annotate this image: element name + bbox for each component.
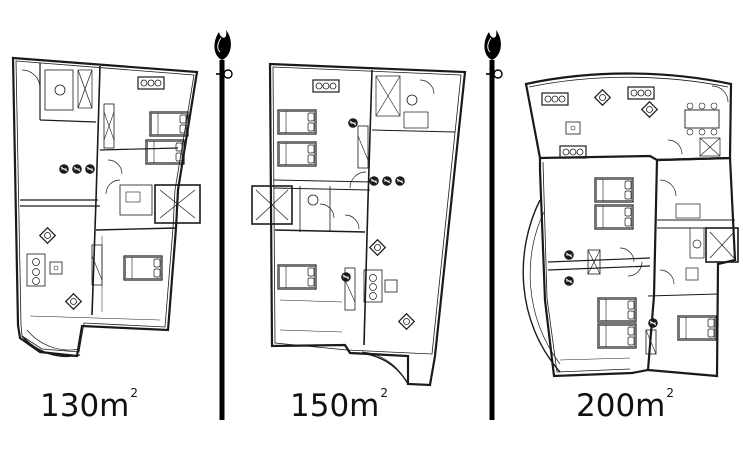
plan-150-drawing: [251, 62, 467, 387]
area-value: 150m: [290, 388, 380, 424]
area-label-200: 200m2: [576, 386, 675, 424]
area-value: 200m: [576, 388, 666, 424]
plan-200-drawing: [522, 72, 739, 378]
area-exponent: 2: [130, 386, 139, 400]
area-exponent: 2: [380, 386, 389, 400]
area-label-130: 130m2: [40, 386, 139, 424]
area-exponent: 2: [666, 386, 675, 400]
plan-130-drawing: [11, 56, 201, 358]
area-label-150: 150m2: [290, 386, 389, 424]
flame-torch-icon: [483, 29, 503, 421]
flame-torch-icon: [213, 29, 233, 421]
area-value: 130m: [40, 388, 130, 424]
